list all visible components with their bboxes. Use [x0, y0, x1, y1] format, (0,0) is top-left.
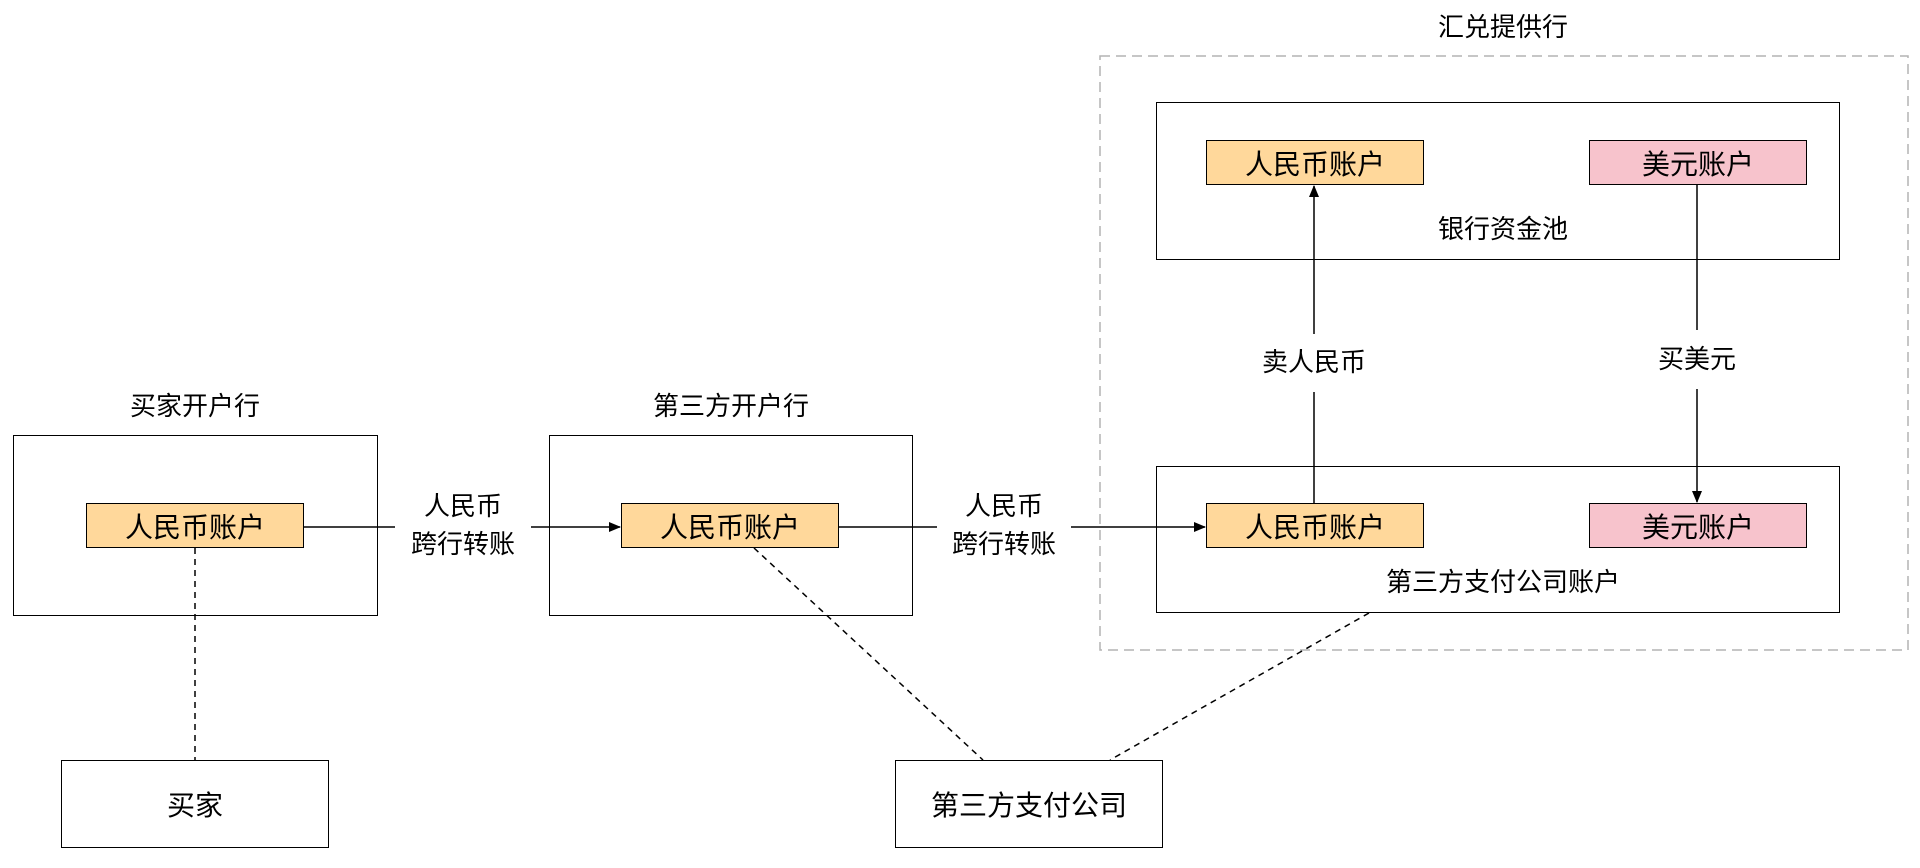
transfer-1-label: 人民币 跨行转账 [411, 488, 515, 564]
transfer-2-label-line-1: 人民币 [964, 492, 1044, 522]
buy-usd-label: 买美元 [1657, 345, 1737, 375]
third-party-account-link [1109, 612, 1370, 761]
transfer-2-label: 人民币 跨行转账 [952, 488, 1056, 564]
transfer-1-label-line-1: 人民币 [423, 492, 503, 522]
buyer-bank-title: 买家开户行 [129, 392, 261, 422]
sell-cny-label: 卖人民币 [1261, 348, 1367, 378]
bank-pool-label: 银行资金池 [1437, 215, 1569, 245]
pool-cny-account: 人民币账户 [1206, 140, 1424, 185]
third-party-bank-cny-account: 人民币账户 [621, 503, 839, 548]
third-party-company-node: 第三方支付公司 [895, 760, 1163, 848]
third-party-bank-link [753, 547, 984, 761]
third-party-bank-title: 第三方开户行 [652, 392, 810, 422]
buyer-node: 买家 [61, 760, 329, 848]
company-usd-account: 美元账户 [1589, 503, 1807, 548]
exchange-provider-title: 汇兑提供行 [1437, 13, 1569, 43]
transfer-1-label-line-2: 跨行转账 [410, 530, 516, 560]
buyer-cny-account: 人民币账户 [86, 503, 304, 548]
exchange-provider-frame [1099, 55, 1909, 651]
pool-usd-account: 美元账户 [1589, 140, 1807, 185]
third-party-account-label: 第三方支付公司账户 [1385, 568, 1621, 598]
company-cny-account: 人民币账户 [1206, 503, 1424, 548]
transfer-2-label-line-2: 跨行转账 [951, 530, 1057, 560]
